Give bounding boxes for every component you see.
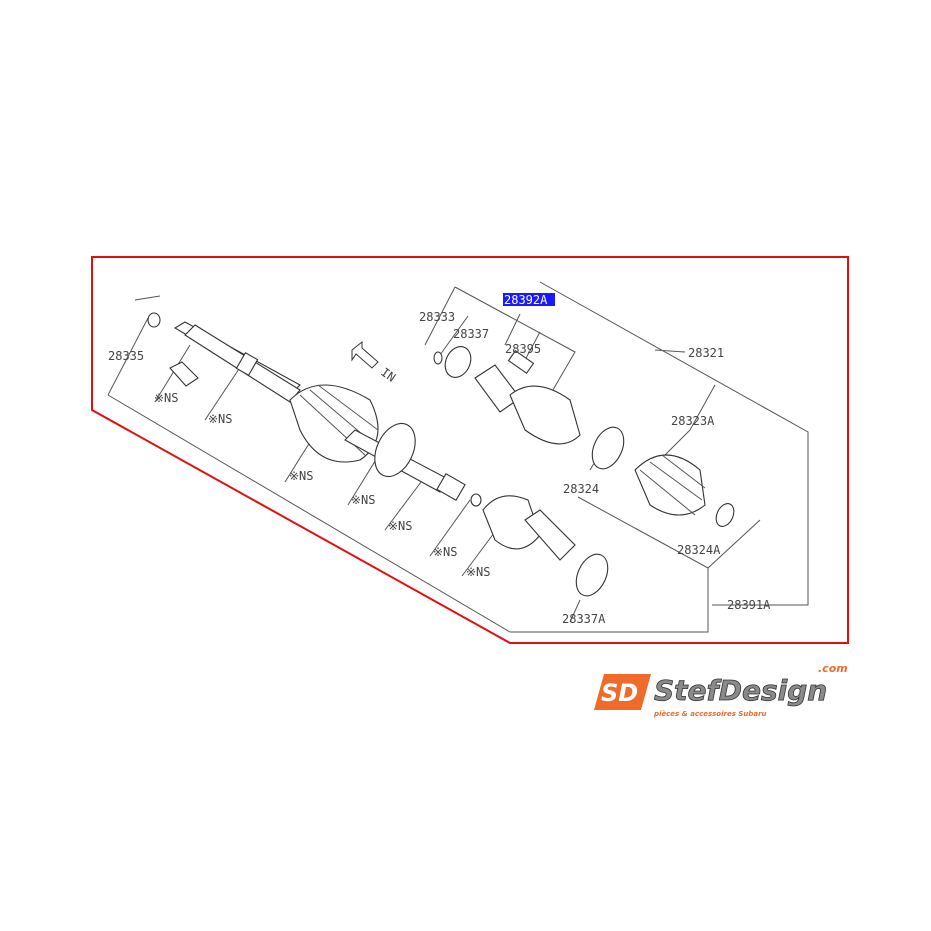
ns-label: ※NS bbox=[433, 545, 458, 559]
ns-label: ※NS bbox=[388, 519, 413, 533]
part-label-28335[interactable]: 28335 bbox=[108, 349, 144, 363]
drive-shaft-parts bbox=[147, 312, 735, 597]
part-label-28321[interactable]: 28321 bbox=[688, 346, 724, 360]
part-label-28395[interactable]: 28395 bbox=[505, 342, 541, 356]
part-label-28392A[interactable]: 28392A bbox=[504, 293, 548, 307]
ns-label: ※NS bbox=[466, 565, 491, 579]
part-highlight bbox=[503, 293, 555, 306]
logo-name: StefDesign bbox=[654, 674, 827, 707]
ns-label: ※NS bbox=[289, 469, 314, 483]
stefdesign-logo: SD StefDesign .com pièces & accessoires … bbox=[594, 662, 848, 718]
part-label-28337A[interactable]: 28337A bbox=[562, 612, 606, 626]
ns-label: ※NS bbox=[208, 412, 233, 426]
logo-tagline: pièces & accessoires Subaru bbox=[653, 710, 767, 718]
part-label-28323A[interactable]: 28323A bbox=[671, 414, 715, 428]
logo-mark: SD bbox=[601, 679, 638, 707]
leader-lines bbox=[107, 281, 809, 633]
ns-label: ※NS bbox=[154, 391, 179, 405]
ns-label: ※NS bbox=[351, 493, 376, 507]
diagram-frame bbox=[91, 256, 849, 644]
part-label-28324[interactable]: 28324 bbox=[563, 482, 599, 496]
part-label-28333[interactable]: 28333 bbox=[419, 310, 455, 324]
part-label-28391A[interactable]: 28391A bbox=[727, 598, 771, 612]
part-label-28324A[interactable]: 28324A bbox=[677, 543, 721, 557]
direction-arrow-icon bbox=[351, 340, 379, 369]
logo-domain: .com bbox=[818, 662, 848, 675]
direction-label: IN bbox=[378, 365, 398, 385]
part-label-28337[interactable]: 28337 bbox=[453, 327, 489, 341]
